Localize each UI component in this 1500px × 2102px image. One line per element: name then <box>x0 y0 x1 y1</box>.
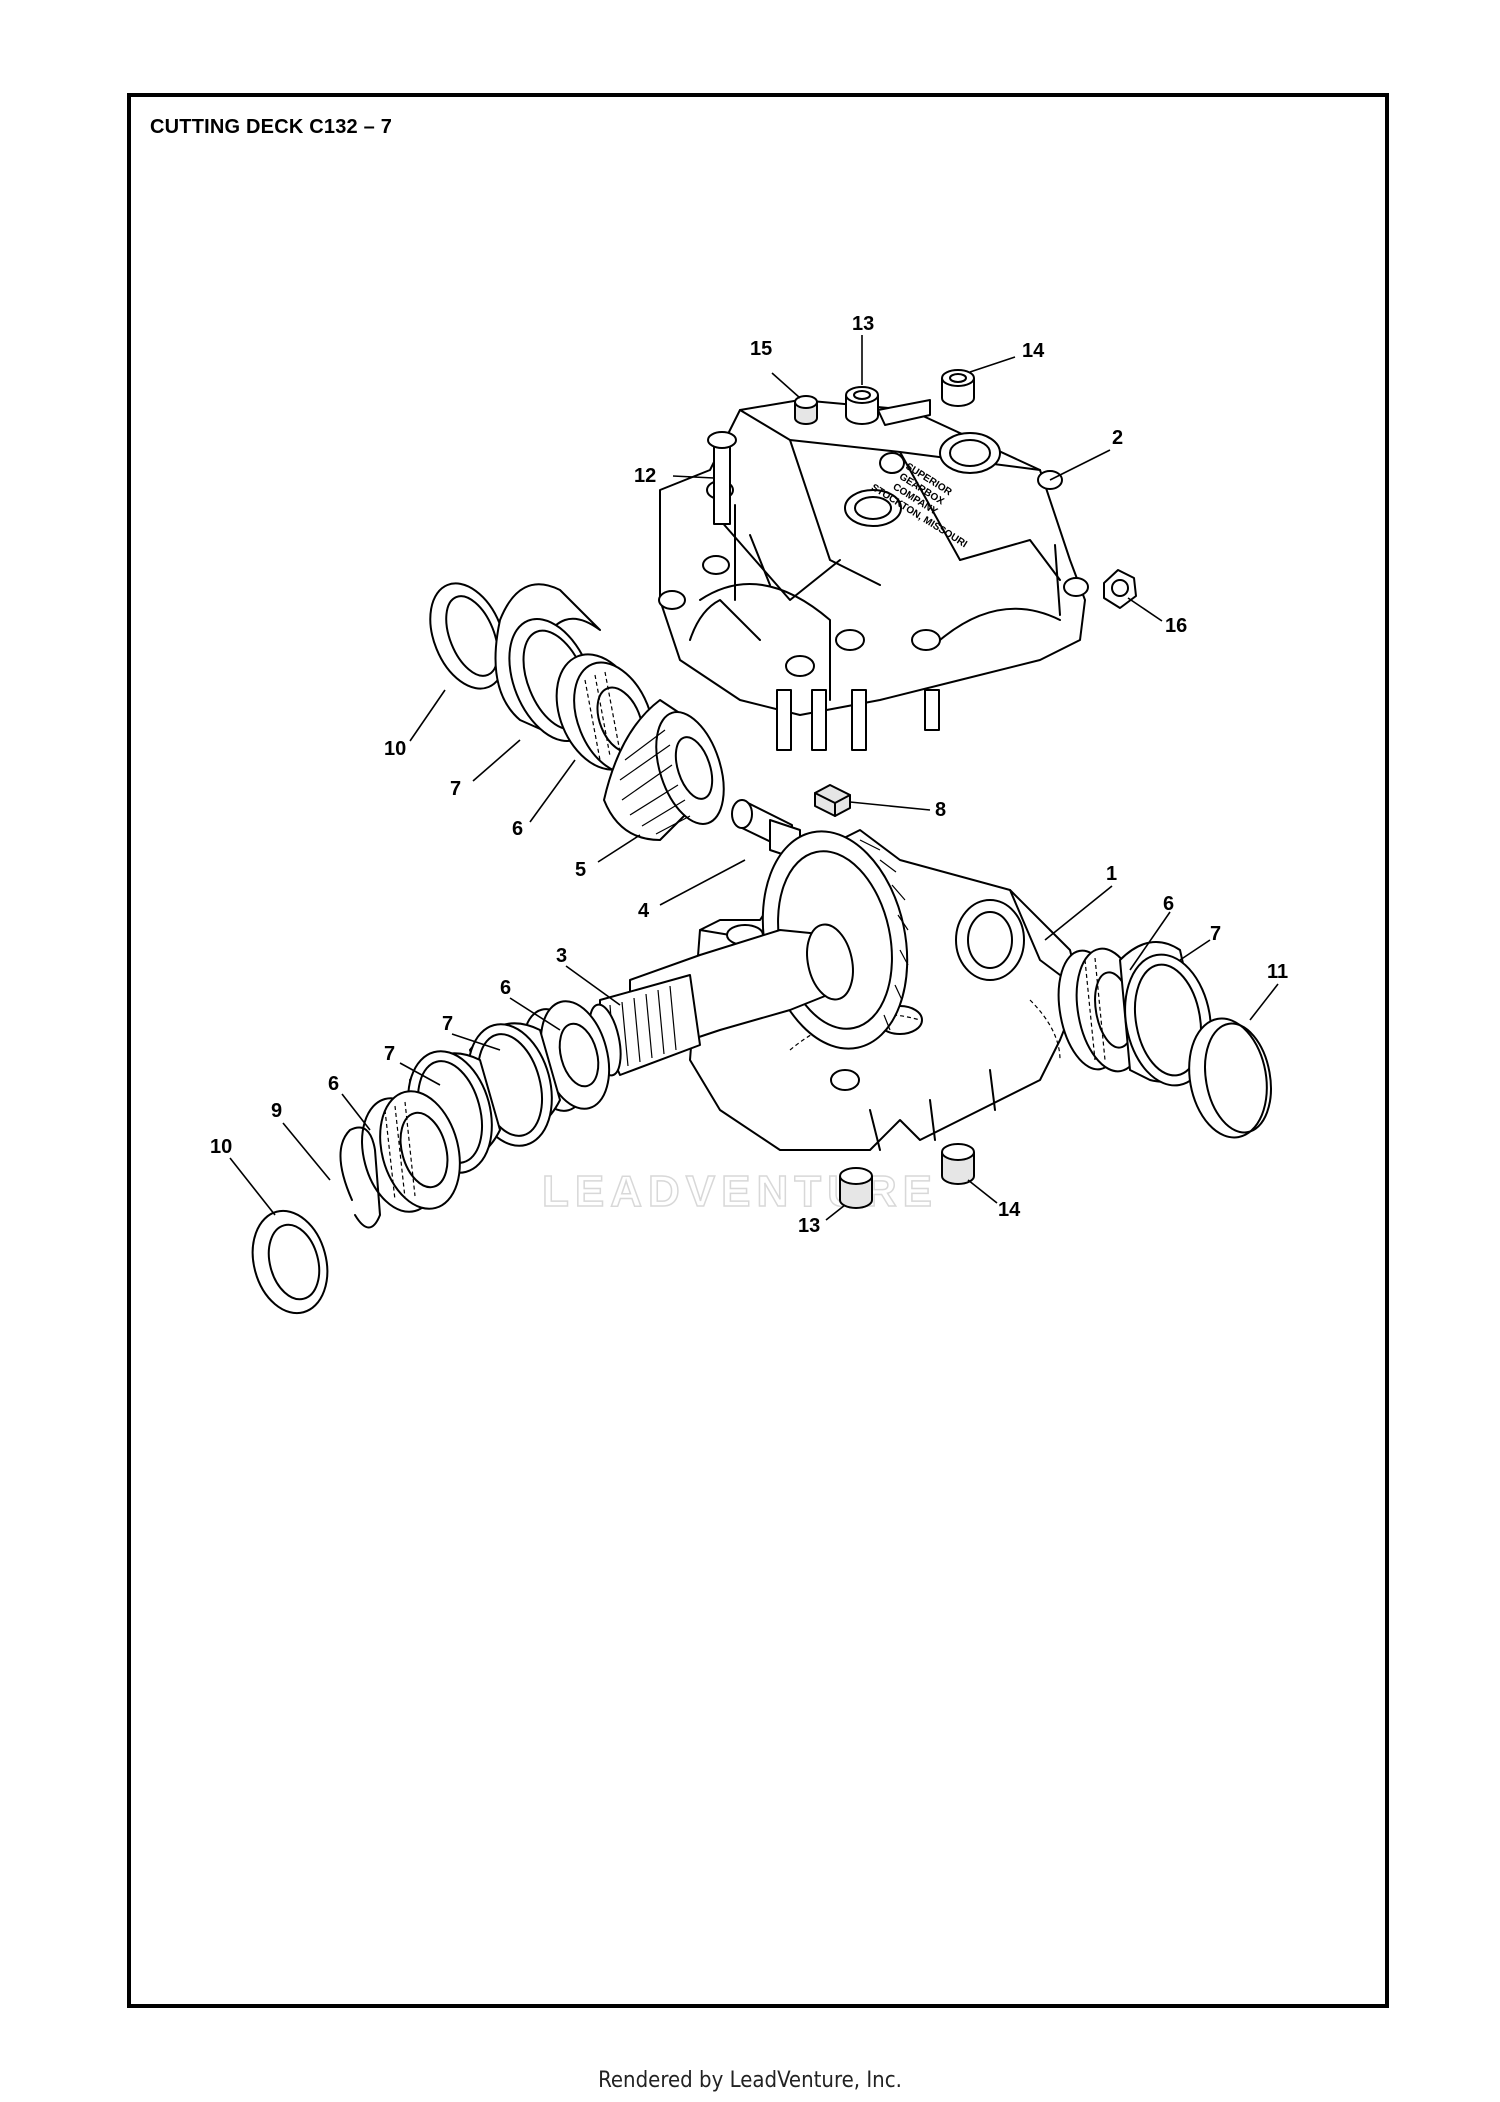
gearbox-cover: SUPERIOR GEARBOX COMPANY STOCKTON, MISSO… <box>658 369 1137 751</box>
lower-bearing-6b <box>361 1090 461 1213</box>
callout-12: 12 <box>634 465 656 487</box>
callout-10-lower: 10 <box>210 1136 232 1158</box>
watermark-text: LEADVENTURE <box>542 1167 938 1216</box>
callout-13-top: 13 <box>852 313 874 335</box>
callout-6-lower: 6 <box>328 1073 339 1095</box>
callout-7-upper: 7 <box>450 778 461 800</box>
bevel-gear-5 <box>603 699 725 841</box>
callout-7-lower: 7 <box>384 1043 395 1065</box>
footer-credit: Rendered by LeadVenture, Inc. <box>598 2068 902 2093</box>
callout-3: 3 <box>556 945 567 967</box>
leader-lines <box>229 335 1279 1221</box>
bottom-plug-14 <box>941 1143 975 1185</box>
snap-ring-9 <box>339 1126 381 1229</box>
callout-13-bottom: 13 <box>798 1215 820 1237</box>
callout-6-mid: 6 <box>500 977 511 999</box>
bottom-plug-13 <box>839 1167 873 1209</box>
callout-10-upper: 10 <box>384 738 406 760</box>
upper-bearing-6 <box>555 653 655 775</box>
lower-seal-10 <box>251 1209 329 1315</box>
callout-1: 1 <box>1106 863 1117 885</box>
callout-labels: 13 15 14 2 12 16 10 7 6 5 8 4 1 6 7 11 3… <box>210 313 1288 1237</box>
callout-15: 15 <box>750 338 772 360</box>
callout-6-right: 6 <box>1163 893 1174 915</box>
callout-6-upper: 6 <box>512 818 523 840</box>
callout-4: 4 <box>638 900 650 922</box>
callout-14-top: 14 <box>1022 340 1045 362</box>
callout-7-right: 7 <box>1210 923 1221 945</box>
callout-11: 11 <box>1267 961 1288 983</box>
callout-2: 2 <box>1112 427 1123 449</box>
diagram-title: CUTTING DECK C132 – 7 <box>150 116 393 138</box>
callout-5: 5 <box>575 859 586 881</box>
diagram-frame <box>127 93 1389 2008</box>
callout-8: 8 <box>935 799 946 821</box>
callout-16: 16 <box>1165 615 1187 637</box>
callout-9: 9 <box>271 1100 282 1122</box>
callout-7-mid: 7 <box>442 1013 453 1035</box>
key-8 <box>814 784 851 817</box>
cap-11 <box>1188 1017 1272 1139</box>
callout-14-bottom: 14 <box>998 1199 1021 1221</box>
